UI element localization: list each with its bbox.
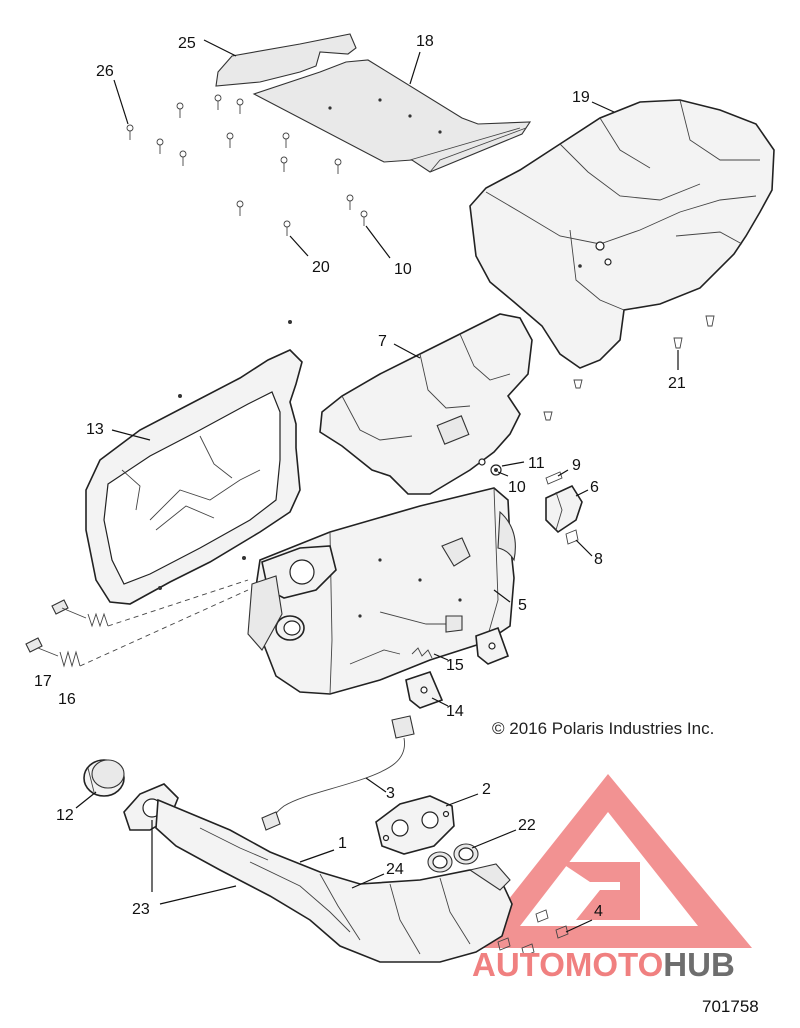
head-pipe-1 bbox=[123, 783, 513, 963]
callout-5: 5 bbox=[518, 597, 527, 614]
drawing-number: 701758 bbox=[702, 997, 759, 1016]
callout-9: 9 bbox=[572, 457, 581, 474]
copyright-notice: © 2016 Polaris Industries Inc. bbox=[492, 719, 714, 738]
callout-7: 7 bbox=[378, 333, 387, 350]
watermark-logo bbox=[470, 774, 752, 948]
callout-19: 19 bbox=[572, 89, 590, 106]
heat-shield-7 bbox=[319, 313, 533, 495]
cap-6 bbox=[545, 484, 583, 534]
callout-10-mid: 10 bbox=[508, 479, 526, 496]
callout-11: 11 bbox=[528, 455, 545, 472]
muffler-5 bbox=[247, 487, 516, 695]
callout-25: 25 bbox=[178, 35, 196, 52]
callout-labels: 25 18 26 19 20 10 7 21 13 11 9 10 6 8 5 … bbox=[34, 33, 686, 920]
callout-17: 17 bbox=[34, 673, 52, 690]
callout-16: 16 bbox=[58, 691, 76, 708]
bolt-11-10 bbox=[490, 464, 502, 476]
svg-text:AUTOMOTOHUB: AUTOMOTOHUB bbox=[472, 946, 735, 983]
rings-22 bbox=[427, 843, 479, 873]
leader-lines bbox=[75, 39, 679, 933]
seal-12 bbox=[83, 759, 125, 797]
spring-15 bbox=[411, 647, 433, 659]
bolts-17-springs-16 bbox=[25, 579, 249, 668]
callout-4: 4 bbox=[594, 903, 603, 920]
callout-22: 22 bbox=[518, 817, 536, 834]
callout-20: 20 bbox=[312, 259, 330, 276]
callout-21: 21 bbox=[668, 375, 686, 392]
heat-shield-19 bbox=[469, 99, 775, 369]
callout-8: 8 bbox=[594, 551, 603, 568]
callout-24: 24 bbox=[386, 861, 404, 878]
gasket-2 bbox=[375, 795, 455, 855]
callout-1: 1 bbox=[338, 835, 347, 852]
fastener-pins bbox=[126, 94, 368, 236]
bolts-4 bbox=[497, 909, 569, 957]
callout-14: 14 bbox=[446, 703, 464, 720]
callout-3: 3 bbox=[386, 785, 395, 802]
callout-18: 18 bbox=[416, 33, 434, 50]
callout-23: 23 bbox=[132, 901, 150, 918]
callout-10-top: 10 bbox=[394, 261, 412, 278]
hardware-9-8 bbox=[545, 471, 579, 545]
watermark-wordmark: AUTOMOTOHUB bbox=[472, 946, 735, 983]
isolators-14 bbox=[405, 626, 510, 709]
o2-sensor-3 bbox=[261, 715, 415, 831]
callout-15: 15 bbox=[446, 657, 464, 674]
callout-12: 12 bbox=[56, 807, 74, 824]
plate-25 bbox=[215, 33, 357, 87]
plate-18 bbox=[252, 59, 532, 173]
callout-2: 2 bbox=[482, 781, 491, 798]
callout-6: 6 bbox=[590, 479, 599, 496]
watermark-text-hub: HUB bbox=[663, 946, 735, 983]
watermark-text-automoto: AUTOMOTO bbox=[472, 946, 663, 983]
callout-13: 13 bbox=[86, 421, 104, 438]
push-pins-21 bbox=[543, 315, 715, 421]
callout-26: 26 bbox=[96, 63, 114, 80]
heat-shield-13 bbox=[85, 320, 303, 605]
